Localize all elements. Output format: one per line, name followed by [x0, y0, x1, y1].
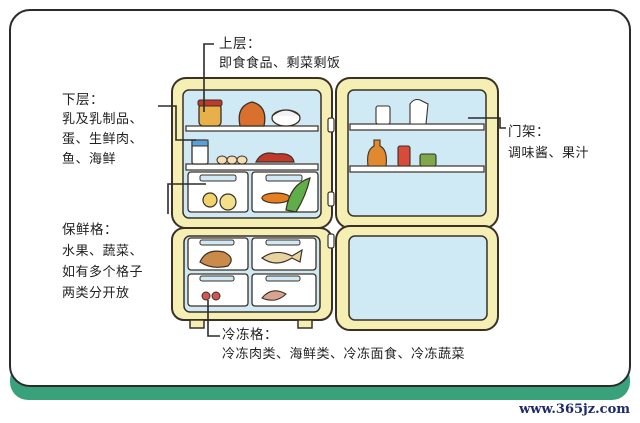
door-leader: [468, 117, 506, 129]
upper-shelf: [185, 125, 319, 132]
sauce-bottle-icon: [367, 139, 387, 167]
crisper-line3: 两类分开放: [62, 286, 130, 301]
lower-line3: 鱼、海鲜: [62, 152, 117, 167]
upper-desc: 即食食品、剩菜剩饭: [219, 56, 341, 71]
crisper-line1: 水果、蔬菜、: [62, 244, 144, 259]
upper-title: 上层：: [219, 36, 261, 52]
freezer-food: [199, 248, 303, 301]
small-jar-icon: [375, 105, 391, 125]
leader-lines: [158, 43, 506, 337]
door-shelves: [349, 98, 485, 173]
egg-icon: [216, 155, 228, 165]
crisper-leader: [167, 183, 206, 214]
frozen-chicken-icon: [199, 250, 232, 268]
freezer-desc: 冷冻肉类、海鲜类、冷冻面食、冷冻蔬菜: [222, 347, 466, 362]
raw-meat-icon: [255, 152, 295, 163]
frozen-fish-icon: [260, 248, 303, 264]
freezer-title: 冷冻格：: [222, 327, 278, 343]
leafy-vegetable-icon: [285, 177, 311, 213]
watermark: www.365jz.com: [519, 402, 630, 417]
door-desc: 调味酱、果汁: [508, 146, 590, 161]
condiment-bottle-icon: [397, 145, 411, 167]
freezer-leader: [207, 300, 220, 337]
frozen-dumplings-icon: [201, 291, 211, 301]
lower-shelf-food: [191, 139, 295, 165]
door-title: 门架：: [508, 124, 550, 140]
crisper-title: 保鲜格：: [62, 222, 118, 238]
jar-icon: [198, 103, 222, 127]
meat-pot-icon: [238, 101, 266, 127]
sauce-jar-icon: [419, 153, 437, 167]
lower-line2: 蛋、生鲜肉、: [62, 132, 144, 147]
lower-leader: [158, 105, 196, 141]
lower-shelf: [185, 163, 319, 171]
lower-line1: 乳及乳制品、: [62, 112, 144, 127]
frozen-shrimp-icon: [261, 290, 287, 301]
carrot-icon: [261, 192, 291, 204]
fruit-icon: [202, 192, 218, 208]
lower-title: 下层：: [62, 92, 104, 108]
upper-leader: [203, 43, 214, 112]
juice-jug-icon: [409, 98, 429, 125]
crisper-line2: 如有多个格子: [62, 265, 144, 280]
crisper-food: [202, 177, 311, 213]
